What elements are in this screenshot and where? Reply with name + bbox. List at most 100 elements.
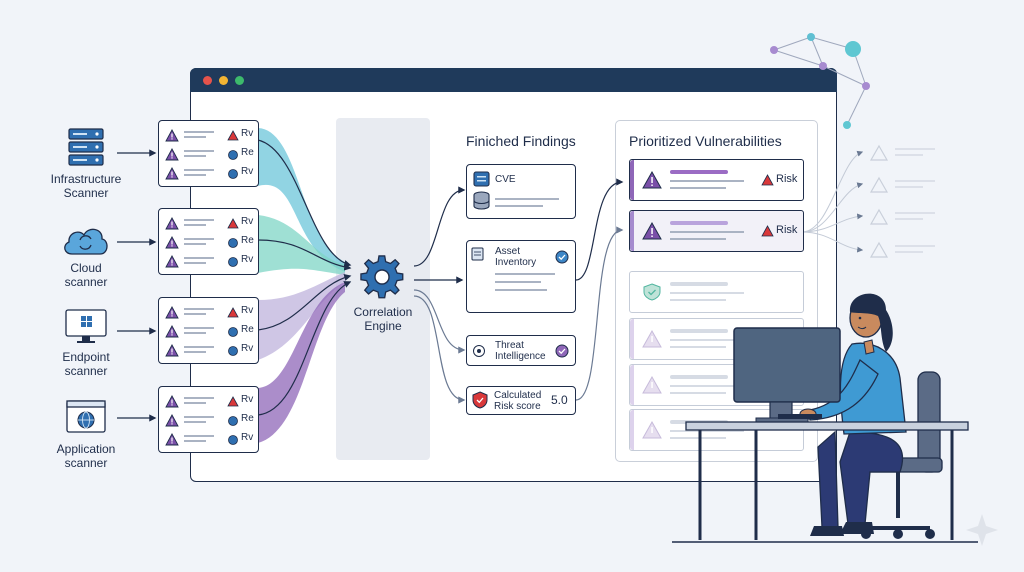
clock-icon xyxy=(228,257,238,267)
placeholder-line xyxy=(184,262,206,264)
asset-inventory-card[interactable]: Asset Inventory xyxy=(466,240,576,313)
clock-icon xyxy=(228,435,238,445)
warning-icon xyxy=(165,167,179,180)
placeholder-line xyxy=(184,435,214,437)
scan-tag: Rv xyxy=(241,343,254,354)
warning-icon xyxy=(642,171,662,189)
scan-tag: Re xyxy=(241,324,254,335)
risk-score-value: 5.0 xyxy=(551,393,568,407)
scan-tag: Rv xyxy=(241,254,254,265)
placeholder-line xyxy=(184,238,214,240)
placeholder-line xyxy=(495,198,559,200)
placeholder-line xyxy=(670,346,726,348)
scan-tag: Re xyxy=(241,413,254,424)
severity-bar xyxy=(630,319,634,359)
server-icon xyxy=(68,128,104,166)
scan-tag: Rv xyxy=(241,432,254,443)
placeholder-line xyxy=(495,289,547,291)
scanner-label-cloud: Cloud scanner xyxy=(64,261,108,289)
placeholder-line xyxy=(184,351,206,353)
scan-tag: Rv xyxy=(241,166,254,177)
alert-icon xyxy=(227,396,239,407)
placeholder-line xyxy=(495,281,541,283)
warning-icon xyxy=(165,325,179,338)
placeholder-line xyxy=(184,313,206,315)
placeholder-line xyxy=(670,187,726,189)
check-badge-icon xyxy=(555,344,569,358)
placeholder-line xyxy=(670,385,744,387)
risk-alert-icon xyxy=(761,174,774,186)
warning-icon xyxy=(165,217,179,230)
placeholder-line xyxy=(184,155,206,157)
placeholder-line xyxy=(184,150,214,152)
placeholder-line xyxy=(670,238,726,240)
monitor-windows-icon xyxy=(65,309,107,343)
placeholder-line xyxy=(184,346,214,348)
risk-tag: Risk xyxy=(776,224,798,236)
analyst-illustration xyxy=(672,293,978,543)
info-dot-icon xyxy=(228,238,238,248)
cve-card[interactable]: CVE xyxy=(466,164,576,219)
web-app-icon xyxy=(66,400,106,433)
warning-icon xyxy=(165,395,179,408)
network-graph-icon xyxy=(770,33,870,129)
warning-icon xyxy=(642,421,662,439)
placeholder-line xyxy=(670,329,728,333)
placeholder-line xyxy=(670,292,744,294)
maximize-dot-icon[interactable] xyxy=(235,76,244,85)
placeholder-line xyxy=(184,327,214,329)
clock-icon xyxy=(228,169,238,179)
scan-tag: Re xyxy=(241,147,254,158)
warning-icon xyxy=(165,129,179,142)
severity-bar xyxy=(630,365,634,405)
warning-icon xyxy=(642,330,662,348)
document-icon xyxy=(471,247,484,261)
warning-icon xyxy=(165,255,179,268)
placeholder-line xyxy=(184,136,206,138)
severity-bar xyxy=(630,211,634,251)
scan-tag: Re xyxy=(241,235,254,246)
placeholder-line xyxy=(670,392,726,394)
close-dot-icon[interactable] xyxy=(203,76,212,85)
placeholder-line xyxy=(184,416,214,418)
info-dot-icon xyxy=(228,327,238,337)
risk-score-label: Calculated Risk score xyxy=(494,390,542,412)
scan-tag: Rv xyxy=(241,216,254,227)
placeholder-line xyxy=(184,257,214,259)
placeholder-line xyxy=(184,332,206,334)
prioritized-vuln-row[interactable] xyxy=(629,271,804,313)
warning-icon xyxy=(165,344,179,357)
alert-icon xyxy=(227,218,239,229)
warning-icon xyxy=(642,376,662,394)
gear-icon xyxy=(360,255,404,299)
ribbon-infrastructure xyxy=(258,128,345,272)
warning-icon xyxy=(165,414,179,427)
placeholder-line xyxy=(495,205,543,207)
prioritized-vuln-row[interactable]: Risk xyxy=(629,159,804,201)
placeholder-line xyxy=(670,299,726,301)
ribbon-cloud xyxy=(258,215,345,275)
threat-intelligence-card[interactable]: Threat Intelligence xyxy=(466,335,576,366)
minimize-dot-icon[interactable] xyxy=(219,76,228,85)
risk-score-card[interactable]: Calculated Risk score 5.0 xyxy=(466,386,576,415)
placeholder-line xyxy=(184,224,206,226)
faded-vuln-list xyxy=(869,144,935,258)
target-icon xyxy=(473,345,485,357)
placeholder-line xyxy=(670,282,728,286)
prioritized-vuln-row[interactable]: Risk xyxy=(629,210,804,252)
scan-tag: Rv xyxy=(241,394,254,405)
placeholder-line xyxy=(670,180,744,182)
warning-icon xyxy=(642,222,662,240)
engine-label: Correlation Engine xyxy=(353,305,413,333)
asset-inventory-label: Asset Inventory xyxy=(495,246,537,268)
placeholder-line xyxy=(184,402,206,404)
placeholder-line xyxy=(184,169,214,171)
warning-icon xyxy=(165,236,179,249)
check-badge-icon xyxy=(555,250,569,264)
placeholder-line xyxy=(184,243,206,245)
